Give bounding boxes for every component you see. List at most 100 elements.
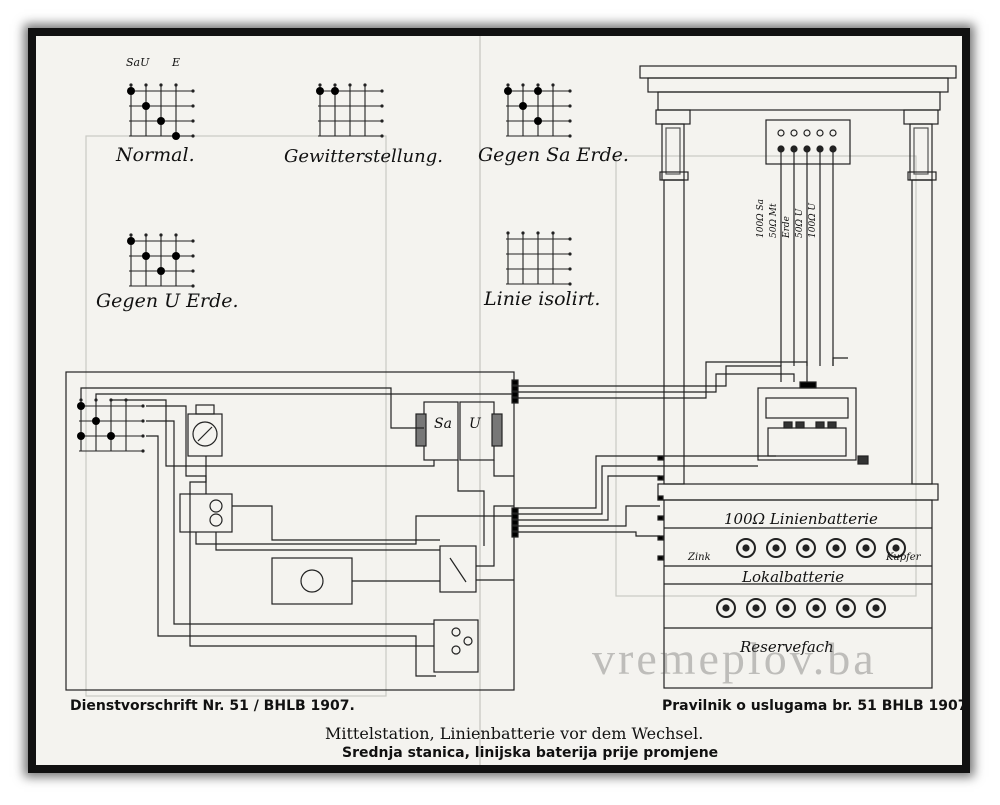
line-cell-4 bbox=[856, 538, 876, 558]
copper-label: Kupfer bbox=[886, 552, 921, 563]
line-cell-core-1 bbox=[772, 544, 780, 552]
wire-b bbox=[95, 393, 514, 400]
galvanoscope-needle bbox=[197, 426, 213, 442]
right-column-panel bbox=[913, 127, 929, 175]
commutator-small-terminal-1 bbox=[141, 419, 145, 423]
relay-u-coil bbox=[491, 413, 503, 447]
edge-terminal-mid-3 bbox=[511, 525, 519, 532]
feed-wire-bend bbox=[832, 357, 848, 366]
grid-normal-terminal-0 bbox=[191, 89, 195, 93]
apparatus-drawer bbox=[767, 427, 847, 457]
switch-stud-1 bbox=[451, 627, 461, 637]
cab-wire-8 bbox=[514, 531, 660, 537]
apparatus-key-2 bbox=[815, 421, 825, 429]
cab-wire-7 bbox=[514, 505, 660, 527]
grid-isolirt-terminal-1 bbox=[568, 252, 572, 256]
grid-normal-top-1 bbox=[144, 83, 148, 87]
grid-gegen-sa-top-2 bbox=[536, 83, 540, 87]
cab-terminal-4 bbox=[657, 535, 664, 541]
commutator-small-contact-2 bbox=[107, 432, 115, 440]
grid-normal-terminal-2 bbox=[191, 119, 195, 123]
local-cell-1 bbox=[746, 598, 766, 618]
edge-terminal-mid-0 bbox=[511, 507, 519, 514]
caption-right-source: Pravilnik o uslugama br. 51 BHLB 1907. bbox=[662, 698, 962, 714]
grid-gegen-sa-contact-0 bbox=[504, 87, 512, 95]
cab-wire-5 bbox=[514, 465, 660, 515]
grid-gewitter-terminal-3 bbox=[380, 134, 384, 138]
local-cell-0 bbox=[716, 598, 736, 618]
cab-wire-2 bbox=[514, 373, 795, 393]
grid-gegen-u-contact-0 bbox=[127, 237, 135, 245]
grid-normal-terminal-1 bbox=[191, 104, 195, 108]
grid-isolirt-top-0 bbox=[506, 231, 510, 235]
grid-gewitter-contact-0 bbox=[316, 87, 324, 95]
cabinet-lintel bbox=[657, 91, 941, 111]
caption-left-source: Dienstvorschrift Nr. 51 / BHLB 1907. bbox=[70, 698, 355, 714]
edge-terminal-upper-3 bbox=[511, 397, 519, 404]
wire-c bbox=[111, 399, 435, 467]
grid-gewitter-top-2 bbox=[348, 83, 352, 87]
wire-j bbox=[476, 505, 514, 567]
relay-u-label: U bbox=[469, 416, 481, 432]
commutator-small-contact-1 bbox=[92, 417, 100, 425]
apparatus-case bbox=[757, 387, 857, 461]
edge-terminal-upper-2 bbox=[511, 391, 519, 398]
grid-gegen-sa-top-3 bbox=[551, 83, 555, 87]
grid-gegen-u-contact-2 bbox=[172, 252, 180, 260]
caption-title-bosnian: Srednja stanica, linijska baterija prije… bbox=[342, 745, 719, 761]
grid-gegen-sa-top-1 bbox=[521, 83, 525, 87]
terminal-board-stud-low-1 bbox=[790, 145, 798, 153]
wire-g bbox=[195, 515, 514, 545]
terminal-board-stud-low-2 bbox=[803, 145, 811, 153]
line-cell-core-0 bbox=[742, 544, 750, 552]
grid-isolirt-terminal-2 bbox=[568, 267, 572, 271]
commutator-small-terminal-0 bbox=[141, 404, 145, 408]
cabinet-cornice-top bbox=[639, 65, 957, 79]
grid-gegen-u-terminal-1 bbox=[191, 254, 195, 258]
grid-gegen-u bbox=[127, 233, 195, 288]
line-cell-1 bbox=[766, 538, 786, 558]
grid-isolirt bbox=[506, 231, 572, 286]
bell-coil bbox=[300, 569, 324, 593]
grid-isolirt-terminal-3 bbox=[568, 282, 572, 286]
local-cell-3 bbox=[806, 598, 826, 618]
terminal-board-stud-low-3 bbox=[816, 145, 824, 153]
grid-normal-contact-0 bbox=[127, 87, 135, 95]
apparatus-top-terminals bbox=[799, 381, 817, 389]
grid-gegen-u-terminal-2 bbox=[191, 269, 195, 273]
caption-title-german: Mittelstation, Linienbatterie vor dem We… bbox=[325, 724, 704, 743]
label-linie-isolirt: Linie isolirt. bbox=[484, 288, 601, 310]
col-label-e: E bbox=[172, 56, 181, 69]
edge-terminal-mid-4 bbox=[511, 531, 519, 538]
grid-gegen-u-contact-1 bbox=[142, 252, 150, 260]
grid-normal-top-3 bbox=[174, 83, 178, 87]
edge-terminal-upper-1 bbox=[511, 385, 519, 392]
label-normal: Normal. bbox=[116, 144, 195, 166]
grid-gewitter-contact-1 bbox=[331, 87, 339, 95]
grid-gewitter-top-1 bbox=[333, 83, 337, 87]
left-column-panel bbox=[665, 127, 681, 175]
local-cell-core-2 bbox=[782, 604, 790, 612]
wire-m bbox=[189, 456, 434, 647]
grid-normal-top-0 bbox=[129, 83, 133, 87]
grid-gegen-sa bbox=[504, 83, 572, 138]
grid-normal bbox=[127, 83, 195, 140]
cab-wire-1 bbox=[514, 365, 782, 387]
cab-terminal-2 bbox=[657, 495, 664, 501]
local-cell-core-4 bbox=[842, 604, 850, 612]
wire-d bbox=[146, 435, 436, 677]
commutator-small bbox=[77, 398, 145, 453]
grid-gegen-sa-terminal-1 bbox=[568, 104, 572, 108]
grid-gewitter-top-0 bbox=[318, 83, 322, 87]
arrester-lever bbox=[449, 557, 467, 583]
terminal-board bbox=[765, 119, 851, 165]
line-cell-core-3 bbox=[832, 544, 840, 552]
terminal-board-stud-low-4 bbox=[829, 145, 837, 153]
commutator-small-terminal-3 bbox=[141, 449, 145, 453]
diagram-sheet: SaU E Normal. Gewitterstellung. Gegen Sa… bbox=[36, 36, 962, 765]
relay-sa-coil bbox=[415, 413, 427, 447]
apparatus-crank bbox=[857, 455, 869, 465]
wire-o bbox=[457, 460, 485, 546]
local-cell-2 bbox=[776, 598, 796, 618]
zinc-label: Zink bbox=[688, 552, 711, 563]
